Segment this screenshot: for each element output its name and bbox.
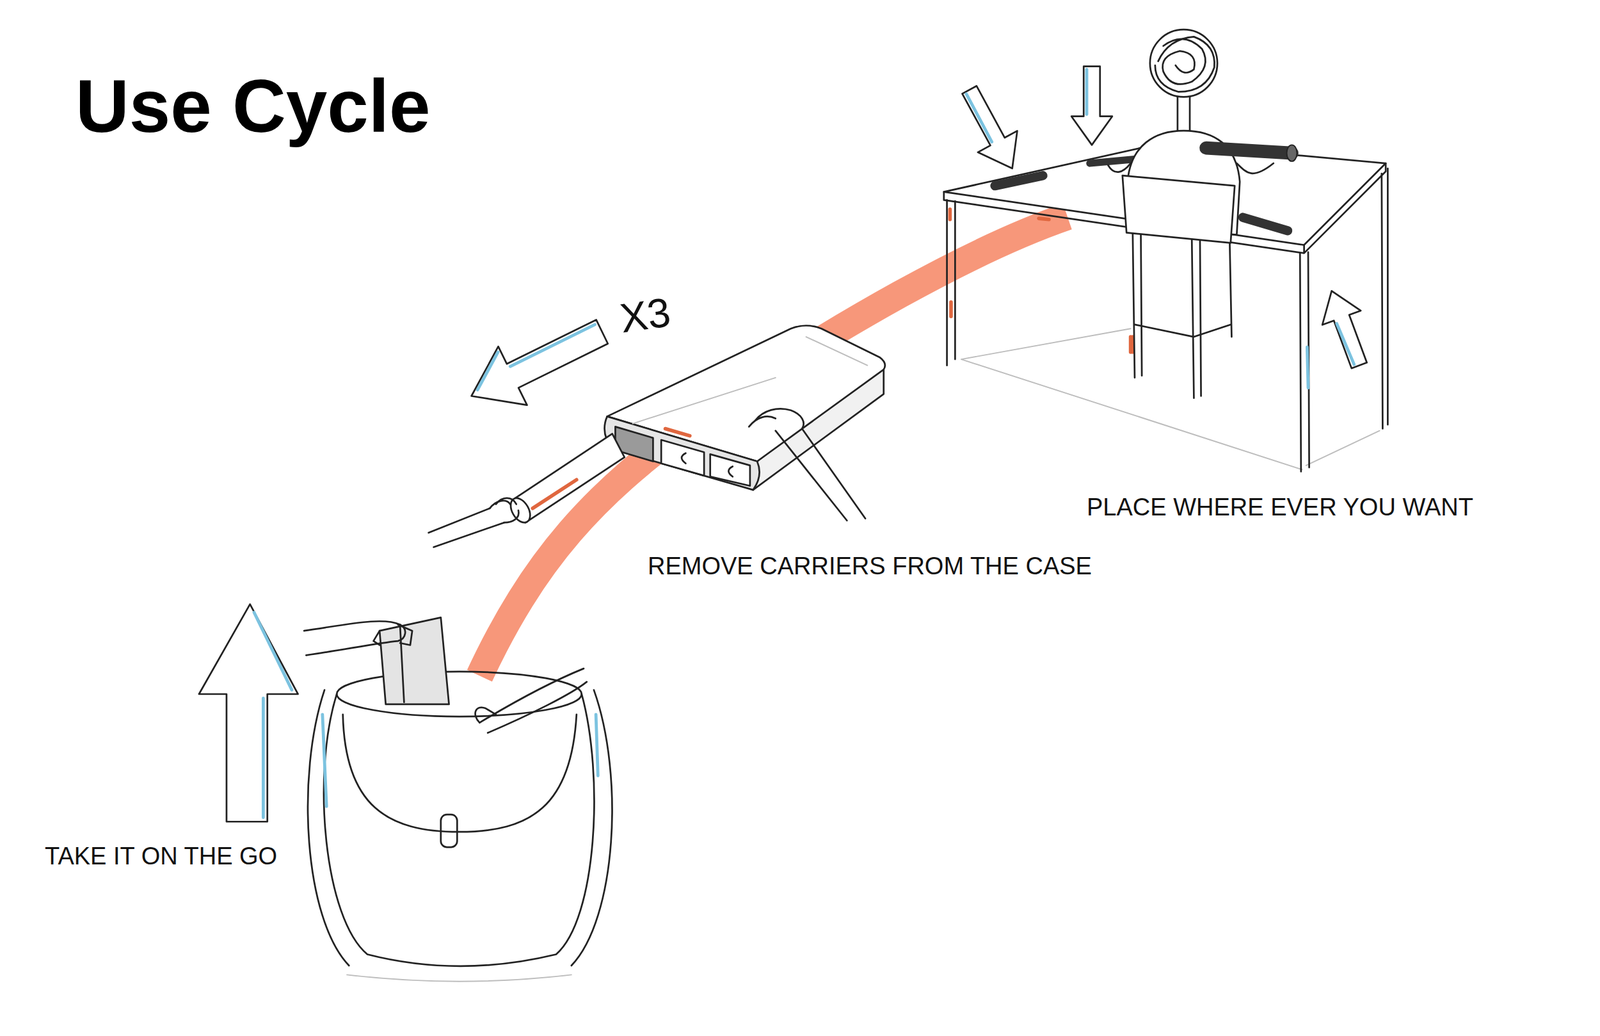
up-arrow: [199, 604, 299, 822]
chair: [1122, 175, 1235, 243]
case: [604, 325, 886, 491]
person: [1155, 36, 1215, 92]
step-caption: TAKE IT ON THE GO: [44, 843, 278, 868]
left-arrow: [477, 324, 595, 390]
table: [947, 199, 956, 365]
up-arrow: [1336, 323, 1355, 365]
down-arrow: [962, 85, 1018, 169]
bag: [343, 714, 577, 832]
hand: [748, 408, 866, 521]
bag: [307, 689, 612, 966]
up-arrow: [199, 604, 299, 822]
hand: [398, 624, 413, 646]
title: Use Cycle: [75, 69, 431, 144]
person: [1177, 96, 1190, 131]
table: [944, 142, 1389, 472]
hand: [475, 707, 496, 723]
carrier: [1287, 144, 1298, 162]
carrier: [1206, 144, 1298, 162]
chair: [1134, 324, 1231, 337]
carrier: [1089, 159, 1135, 164]
case: [661, 439, 704, 476]
carrier: [1242, 217, 1288, 232]
case: [665, 428, 690, 436]
bag: [379, 616, 449, 704]
bag: [336, 671, 582, 694]
hand: [428, 508, 505, 548]
chair: [1132, 229, 1232, 399]
case: [604, 416, 760, 490]
flow-band: [479, 216, 1067, 676]
carrier: [1206, 147, 1293, 153]
bag: [440, 814, 458, 847]
hand: [304, 620, 587, 733]
hand: [304, 620, 406, 655]
table: [1299, 252, 1309, 472]
step-caption: PLACE WHERE EVER YOU WANT: [1086, 494, 1474, 520]
carrier: [995, 175, 1044, 186]
up-arrow: [1322, 290, 1368, 368]
left-arrow: [471, 319, 608, 405]
table: [1306, 346, 1309, 388]
bag: [373, 624, 405, 703]
down-arrow: [1071, 66, 1113, 146]
table: [961, 328, 1380, 470]
bag: [307, 616, 612, 981]
case: [607, 325, 886, 462]
chair: [1130, 229, 1232, 399]
carrier: [513, 433, 625, 523]
down-arrow: [962, 85, 1018, 169]
chair: [1128, 336, 1133, 352]
multiplier-note: X3: [617, 291, 673, 339]
flow-band: [479, 216, 1067, 676]
case: [632, 336, 868, 424]
table: [949, 209, 1133, 352]
chair: [1122, 175, 1235, 243]
hand: [489, 497, 519, 523]
left-arrow: [471, 319, 608, 405]
bag: [323, 693, 594, 966]
bag: [322, 714, 598, 806]
down-arrow: [1085, 69, 1089, 114]
carrier: [532, 479, 577, 509]
hand: [479, 668, 587, 733]
person: [1108, 163, 1274, 174]
case: [710, 453, 751, 486]
person: [1150, 29, 1218, 97]
bag: [346, 974, 572, 981]
down-arrow: [1071, 66, 1113, 146]
step-caption: REMOVE CARRIERS FROM THE CASE: [647, 553, 1092, 578]
down-arrow: [966, 94, 992, 143]
hand: [428, 408, 866, 547]
table: [1381, 168, 1389, 429]
carrier: [506, 433, 625, 526]
up-arrow: [254, 611, 292, 817]
case: [681, 453, 733, 477]
up-arrow: [1322, 290, 1368, 368]
